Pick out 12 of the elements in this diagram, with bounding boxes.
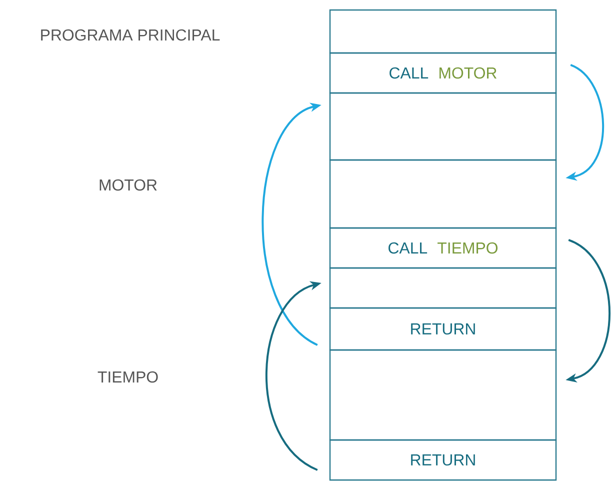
instruction-cell: CALL MOTOR (329, 52, 557, 94)
memory-cell (329, 92, 557, 161)
instruction-cell: RETURN (329, 439, 557, 481)
section-label: PROGRAMA PRINCIPAL (41, 29, 220, 41)
instruction-cell: RETURN (329, 307, 557, 351)
memory-cell (329, 159, 557, 229)
memory-cell (329, 349, 557, 441)
instruction-cell: CALL TIEMPO (329, 227, 557, 269)
memory-cell (329, 267, 557, 309)
memory-cell (329, 9, 557, 54)
section-label: TIEMPO (98, 371, 158, 383)
section-label: MOTOR (100, 179, 157, 191)
